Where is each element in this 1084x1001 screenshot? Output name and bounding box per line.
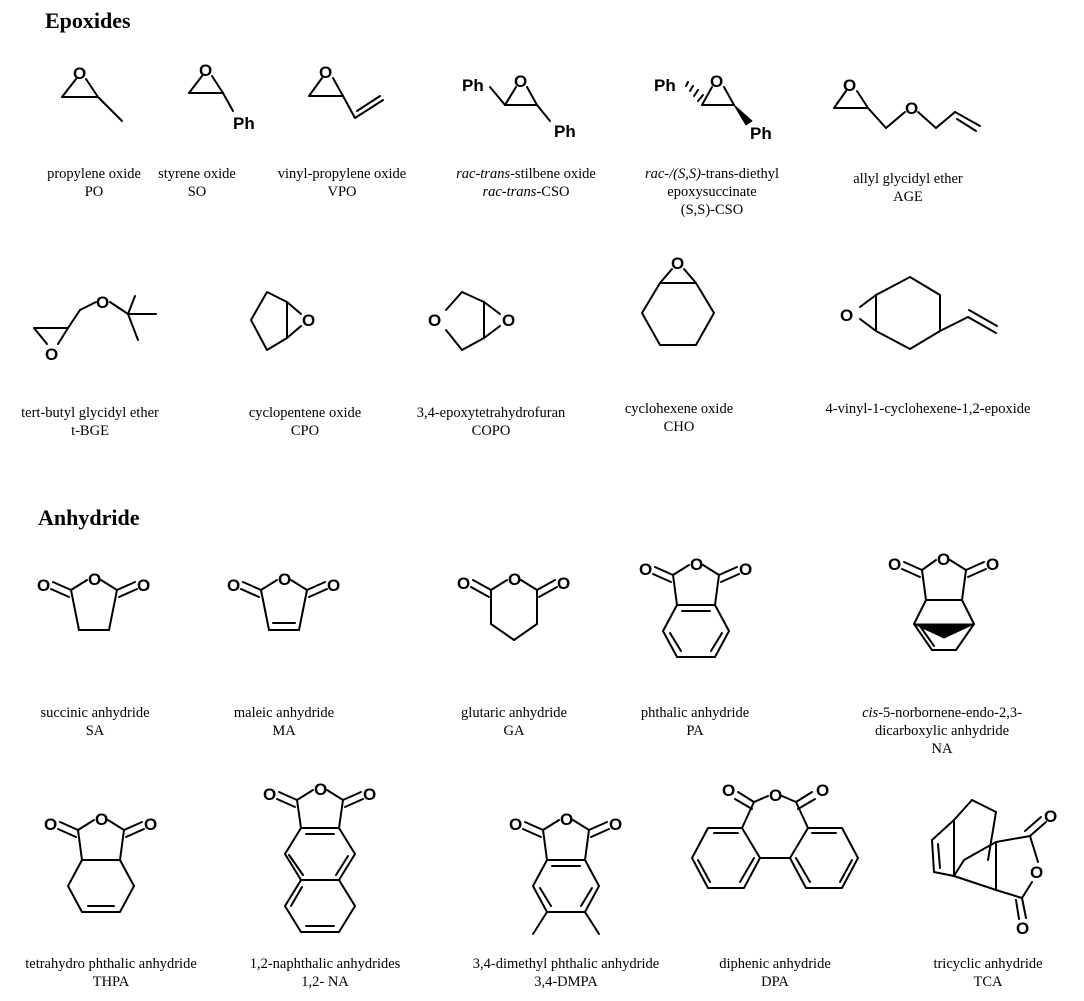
svg-text:O: O bbox=[888, 555, 901, 574]
svg-text:O: O bbox=[514, 72, 527, 91]
svg-text:O: O bbox=[263, 785, 276, 804]
svg-text:O: O bbox=[509, 815, 522, 834]
svg-text:Ph: Ph bbox=[654, 76, 676, 95]
svg-text:O: O bbox=[302, 311, 315, 330]
svg-text:O: O bbox=[457, 574, 470, 593]
naphthalic-anhydride-structure: O O O bbox=[263, 780, 376, 933]
svg-text:O: O bbox=[690, 555, 703, 574]
vinyl-cyclohexene-epoxide-label: 4-vinyl-1-cyclohexene-1,2-epoxide bbox=[825, 401, 1031, 417]
svg-text:O: O bbox=[739, 560, 752, 579]
svg-text:O: O bbox=[37, 576, 50, 595]
styrene-oxide-structure: O Ph bbox=[188, 61, 255, 133]
svg-text:O: O bbox=[710, 72, 723, 91]
svg-text:O: O bbox=[227, 576, 240, 595]
svg-text:O: O bbox=[508, 570, 521, 589]
svg-text:O: O bbox=[363, 785, 376, 804]
svg-text:O: O bbox=[319, 63, 332, 82]
cyclohexene-oxide-structure: O bbox=[641, 254, 715, 346]
epoxides-title: Epoxides bbox=[45, 8, 131, 33]
svg-text:O: O bbox=[199, 61, 212, 80]
svg-text:O: O bbox=[937, 550, 950, 569]
svg-text:O: O bbox=[609, 815, 622, 834]
svg-text:O: O bbox=[95, 810, 108, 829]
svg-text:O: O bbox=[44, 815, 57, 834]
svg-text:O: O bbox=[278, 570, 291, 589]
diethyl-epoxysuccinate-label: rac-/(S,S)-trans-diethyl epoxysuccinate … bbox=[644, 166, 780, 218]
svg-text:O: O bbox=[816, 781, 829, 800]
tricyclic-anhydride-structure: O O O bbox=[931, 799, 1057, 938]
svg-text:O: O bbox=[560, 810, 573, 829]
norbornene-anhydride-structure: O O O bbox=[888, 550, 999, 651]
vinyl-propylene-oxide-structure: O bbox=[308, 63, 384, 119]
dimethyl-phthalic-anhydride-structure: O O O bbox=[509, 810, 622, 935]
cyclopentene-oxide-structure: O bbox=[250, 291, 315, 351]
svg-text:O: O bbox=[137, 576, 150, 595]
svg-text:O: O bbox=[1030, 863, 1043, 882]
epoxytetrahydrofuran-structure: O O bbox=[428, 291, 515, 351]
svg-text:O: O bbox=[905, 99, 918, 118]
stilbene-oxide-label: rac-trans-stilbene oxide rac-trans-CSO bbox=[456, 166, 596, 200]
norbornene-anhydride-label: cis-5-norbornene-endo-2,3- dicarboxylic … bbox=[862, 705, 1022, 757]
svg-text:Ph: Ph bbox=[233, 114, 255, 133]
svg-text:O: O bbox=[840, 306, 853, 325]
svg-text:O: O bbox=[843, 76, 856, 95]
svg-text:O: O bbox=[639, 560, 652, 579]
svg-text:O: O bbox=[769, 786, 782, 805]
propylene-oxide-structure: O bbox=[61, 64, 123, 122]
vinyl-cyclohexene-epoxide-structure: O bbox=[840, 276, 998, 350]
svg-text:Ph: Ph bbox=[554, 122, 576, 141]
svg-text:O: O bbox=[428, 311, 441, 330]
tetrahydro-phthalic-anhydride-structure: O O O bbox=[44, 810, 157, 913]
maleic-anhydride-structure: O O O bbox=[227, 570, 340, 631]
anhydride-title: Anhydride bbox=[38, 505, 140, 530]
phthalic-anhydride-structure: O O O bbox=[639, 555, 752, 658]
svg-text:Ph: Ph bbox=[462, 76, 484, 95]
svg-text:O: O bbox=[502, 311, 515, 330]
glutaric-anhydride-structure: O O O bbox=[457, 570, 570, 641]
stilbene-oxide-structure: Ph O Ph bbox=[462, 72, 576, 141]
svg-text:O: O bbox=[88, 570, 101, 589]
diphenic-anhydride-structure: O O O bbox=[691, 781, 859, 889]
svg-text:O: O bbox=[986, 555, 999, 574]
svg-text:O: O bbox=[722, 781, 735, 800]
svg-text:O: O bbox=[557, 574, 570, 593]
diethyl-epoxysuccinate-structure: Ph O Ph bbox=[654, 72, 772, 143]
svg-text:O: O bbox=[314, 780, 327, 799]
tert-butyl-glycidyl-ether-structure: O O bbox=[33, 293, 157, 364]
svg-text:O: O bbox=[144, 815, 157, 834]
svg-text:O: O bbox=[1044, 807, 1057, 826]
svg-text:O: O bbox=[96, 293, 109, 312]
allyl-glycidyl-ether-structure: O O bbox=[833, 76, 981, 132]
svg-text:O: O bbox=[45, 345, 58, 364]
svg-text:O: O bbox=[671, 254, 684, 273]
svg-text:O: O bbox=[327, 576, 340, 595]
svg-text:Ph: Ph bbox=[750, 124, 772, 143]
svg-text:O: O bbox=[73, 64, 86, 83]
svg-text:O: O bbox=[1016, 919, 1029, 938]
succinic-anhydride-structure: O O O bbox=[37, 570, 150, 631]
